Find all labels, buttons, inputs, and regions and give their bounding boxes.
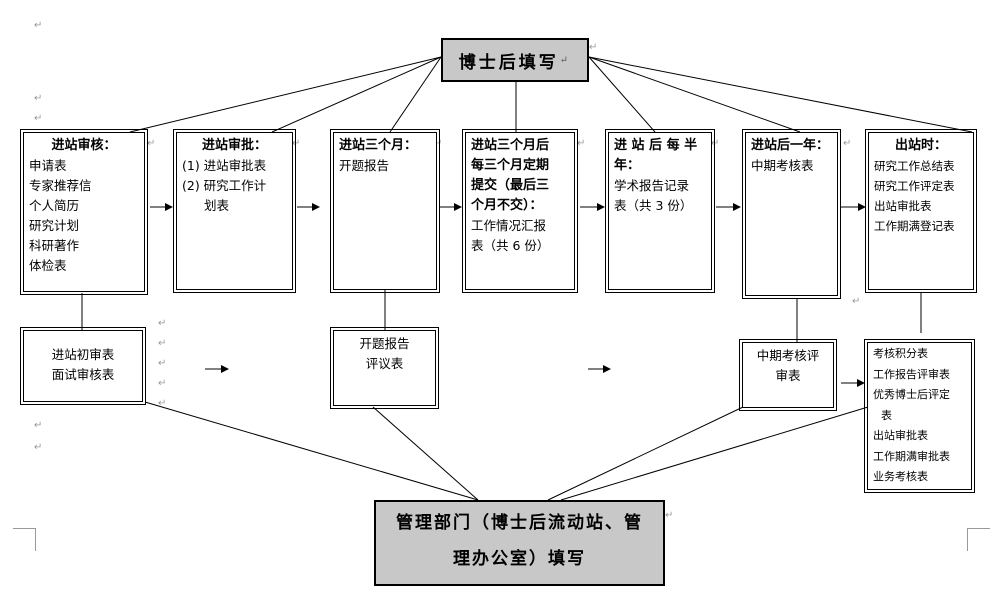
form-item: 工作期满登记表 [874,219,955,233]
paragraph-mark: ↵ [665,510,674,521]
form-item: 个人简历 [29,198,80,213]
form-item: 中期考核评 [756,348,820,363]
admin-fills-box: 管理部门（博士后流动站、管 理办公室）填写 [374,500,665,586]
form-item: 中期考核表 [751,158,814,173]
paragraph-mark: ↵ [589,42,598,53]
page-corner-left [13,528,36,551]
form-item: 划表 [204,198,230,213]
admin-arrows [205,365,865,387]
form-item: 研究工作总结表 [874,159,955,173]
paragraph-mark: ↵ [711,138,720,149]
admin-box-midterm-review: 中期考核评 审表 [739,339,837,411]
paragraph-mark: ↵ [852,296,861,307]
form-item: 业务考核表 [873,470,928,483]
stage-title: 进站审核： [51,138,117,153]
stage-title: 进站后一年： [751,138,830,153]
stage-box-half-year: 进 站 后 每 半 年： 学术报告记录 表（共 3 份） [605,129,715,293]
stage-title: 进站三个月： [339,138,418,153]
paragraph-mark: ↵ [158,378,167,389]
paragraph-mark: ↵ [34,113,43,124]
admin-fills-label-line1: 管理部门（博士后流动站、管 [396,513,643,533]
form-item: 开题报告 [339,158,390,173]
form-item: 工作期满审批表 [873,449,950,463]
form-item: 表 [881,408,892,422]
form-item: 出站审批表 [874,199,932,213]
bottom-fan-lines [144,401,869,501]
form-item: 申请表 [29,158,67,173]
stage-box-exit: 出站时： 研究工作总结表 研究工作评定表 出站审批表 工作期满登记表 [865,129,977,293]
stage-title: 进站审批： [201,138,267,153]
stage-box-quarterly-report: 进站三个月后 每三个月定期 提交（最后三 个月不交）： 工作情况汇报 表（共 6… [462,129,578,293]
form-item: (1) 进站审批表 [182,158,267,173]
form-item: 考核积分表 [873,347,928,360]
paragraph-mark: ↵ [158,338,167,349]
form-item: 开题报告 [359,336,410,351]
paragraph-mark: ↵ [292,138,301,149]
paragraph-mark: ↵ [34,20,43,31]
paragraph-mark: ↵ [843,138,852,149]
paragraph-mark: ↵ [577,138,586,149]
form-item: 表（共 3 份） [614,198,693,213]
paragraph-mark: ↵ [158,318,167,329]
form-item: (2) 研究工作计 [182,178,267,193]
paragraph-mark: ↵ [34,442,43,453]
form-item: 工作情况汇报 [471,218,547,233]
paragraph-mark: ↵ [434,138,443,149]
paragraph-mark: ↵ [34,420,43,431]
admin-box-entry-forms: 进站初审表 面试审核表 [20,327,146,405]
stage-title-line: 每三个月定期 [471,158,550,173]
form-item: 出站审批表 [873,429,928,442]
stage-title-line: 年： [614,158,641,173]
form-item: 工作报告评审表 [873,367,950,381]
postdoc-fills-box: 博士后填写↵ [441,38,589,82]
paragraph-mark: ↵ [158,358,167,369]
paragraph-mark: ↵ [158,398,167,409]
stage-box-entry-approval: 进站审批： (1) 进站审批表 (2) 研究工作计 划表 [173,129,296,293]
form-item: 研究计划 [29,218,80,233]
admin-fills-label-line2: 理办公室）填写 [453,549,586,569]
stage-title-line: 进 站 后 每 半 [614,138,698,153]
form-item: 优秀博士后评定 [873,388,950,401]
top-fan-lines [129,56,973,133]
form-item: 体检表 [29,258,67,273]
paragraph-mark: ↵ [147,138,156,149]
form-item: 审表 [775,368,801,383]
paragraph-mark: ↵ [559,54,572,66]
form-item: 评议表 [365,356,404,371]
form-item: 研究工作评定表 [874,179,955,193]
stage-title-line: 个月不交）： [471,198,543,213]
admin-box-proposal-review: 开题报告 评议表 [330,327,439,409]
stage-title-line: 进站三个月后 [471,138,550,153]
form-item: 表（共 6 份） [471,238,550,253]
stage-box-entry-review: 进站审核： 申请表 专家推荐信 个人简历 研究计划 科研著作 体检表 [20,129,148,295]
form-item: 科研著作 [29,238,80,253]
paragraph-mark: ↵ [34,93,43,104]
form-item: 专家推荐信 [29,178,92,193]
postdoc-fills-label: 博士后填写 [458,52,559,73]
stage-box-three-months: 进站三个月： 开题报告 [330,129,440,293]
vertical-connectors [81,290,922,342]
form-item: 进站初审表 [51,347,115,362]
form-item: 学术报告记录 [614,178,690,193]
page-corner-right [967,528,990,551]
admin-box-exit-forms: 考核积分表 工作报告评审表 优秀博士后评定 表 出站审批表 工作期满审批表 业务… [864,339,975,493]
stage-title: 出站时： [894,138,947,153]
stage-box-one-year: 进站后一年： 中期考核表 [742,129,841,299]
stage-title-line: 提交（最后三 [471,178,550,193]
form-item: 面试审核表 [51,367,115,382]
